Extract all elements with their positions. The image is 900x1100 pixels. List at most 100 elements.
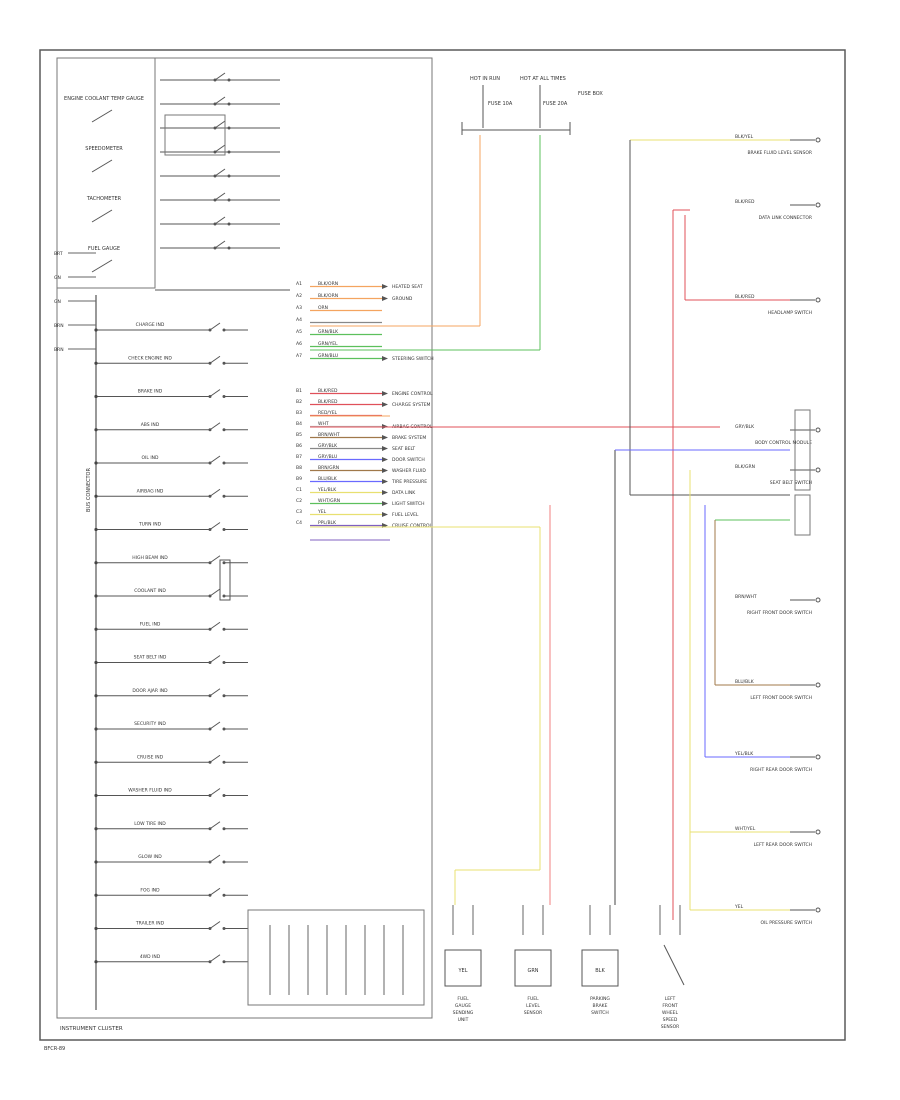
- gauge-needle: [91, 109, 113, 123]
- bottom-comp-label: FUEL: [457, 996, 469, 1002]
- indicator-label: DOOR AJAR IND: [132, 688, 168, 694]
- right-comp-terminal: [815, 467, 821, 473]
- connector-dest: DATA LINK: [392, 490, 416, 496]
- bottom-comp-label: SENDING: [453, 1010, 474, 1016]
- connector-pin: B7: [296, 454, 302, 460]
- indicator-switch-arm: [209, 854, 221, 863]
- indicator-switch-arm: [209, 522, 221, 530]
- connector-pin: A6: [296, 341, 302, 347]
- connector-arrow: [382, 391, 388, 396]
- left-pin-label: BRN: [54, 347, 64, 353]
- right-comp-label: DATA LINK CONNECTOR: [759, 215, 812, 221]
- top-switch-arm: [214, 168, 226, 177]
- dimmer-block: [219, 559, 231, 601]
- bottom-comp-label: GAUGE: [455, 1003, 471, 1009]
- indicator-label: CHARGE IND: [136, 322, 165, 328]
- indicator-splice: [94, 793, 98, 798]
- connector-arrow: [382, 435, 388, 440]
- top-switch-contact-b: [227, 126, 231, 130]
- right-comp-terminal: [815, 754, 821, 760]
- connector-pin: A3: [296, 305, 302, 311]
- top-switch-arm: [214, 72, 226, 81]
- gauge-group: ENGINE COOLANT TEMP GAUGESPEEDOMETERTACH…: [64, 96, 144, 273]
- indicator-label: OIL IND: [142, 455, 160, 461]
- indicator-splice: [94, 727, 98, 731]
- indicator-label: CHECK ENGINE IND: [128, 355, 172, 361]
- ign-hot-in-run-label: HOT IN RUN: [470, 76, 500, 82]
- indicator-label: SEAT BELT IND: [134, 655, 167, 661]
- connector-dest: FUEL LEVEL: [392, 512, 419, 518]
- right-comp-wire: WHT/YEL: [735, 826, 756, 832]
- indicator-splice: [94, 561, 98, 565]
- indicator-label: CRUISE IND: [137, 754, 164, 760]
- connector-pin: C3: [296, 509, 302, 515]
- right-comp-terminal: [815, 202, 821, 208]
- indicator-splice: [94, 494, 98, 498]
- top-switch-contact-b: [227, 198, 231, 202]
- indicator-switch-arm: [209, 655, 221, 663]
- gauge-needle: [91, 259, 113, 273]
- bottom-comp-label: SENSOR: [524, 1010, 543, 1016]
- right-comp-wire: BLU/BLK: [735, 679, 755, 685]
- indicator-label: FUEL IND: [140, 621, 161, 627]
- indicator-splice: [94, 893, 98, 897]
- connector-arrow: [382, 402, 388, 407]
- bottom-comp-box: [444, 949, 482, 987]
- top-switch-arm: [214, 192, 226, 201]
- connector-pin: B8: [296, 465, 302, 471]
- indicator-label: 4WD IND: [140, 954, 161, 960]
- indicator-switch-arm: [209, 588, 221, 597]
- right-comp-label: RIGHT REAR DOOR SWITCH: [750, 767, 812, 773]
- instrument-cluster-box: [56, 57, 433, 1019]
- connector-wire-color: BRN/WHT: [318, 432, 340, 438]
- connector-pin: B2: [296, 399, 302, 405]
- connector-wire-color: BLK/RED: [318, 399, 338, 405]
- right-comp-wire: BLK/RED: [735, 199, 755, 205]
- bottom-comp-box: [581, 949, 619, 987]
- right-comp-wire: BLK/RED: [735, 294, 755, 300]
- indicator-splice: [94, 860, 98, 864]
- indicator-switch-arm: [209, 455, 221, 464]
- bottom-comp-label: LEFT: [665, 996, 676, 1002]
- connector-wire-color: YEL/BLK: [317, 487, 337, 493]
- connector-arrow: [382, 479, 388, 484]
- top-switch-arm: [214, 240, 226, 249]
- connector-wire-color: BRN/GRN: [318, 465, 339, 471]
- right-comp-label: SEAT BELT SWITCH: [770, 480, 812, 486]
- connector-dest: DOOR SWITCH: [392, 457, 425, 463]
- right-comp-wire: YEL/BLK: [734, 751, 754, 757]
- top-switch-contact-b: [227, 102, 231, 106]
- connector-wire-color: BLK/RED: [318, 388, 338, 394]
- indicator-label: TURN IND: [138, 522, 162, 528]
- right-comp-terminal: [815, 682, 821, 688]
- bottom-comp-wire: YEL: [458, 968, 468, 974]
- left-pin-label: GN: [54, 275, 61, 281]
- bottom-comp-label: BRAKE: [593, 1003, 608, 1009]
- indicator-switch-arm: [209, 821, 221, 830]
- connector-dest: LIGHT SWITCH: [392, 501, 425, 507]
- connector-wire-color: RED/YEL: [318, 410, 338, 416]
- indicator-switch-arm: [209, 389, 221, 397]
- connector-wire-color: GRN/YEL: [318, 341, 338, 347]
- connector-arrow: [382, 468, 388, 473]
- indicator-label: BRAKE IND: [138, 389, 163, 395]
- indicator-switch-arm: [209, 488, 221, 497]
- gauge-panel: [56, 57, 156, 289]
- indicator-switch-arm: [209, 754, 221, 763]
- top-switch-contact-b: [227, 222, 231, 226]
- connector-dest: GROUND: [392, 296, 413, 302]
- right-comp-wire: BRN/WHT: [735, 594, 757, 600]
- connector-pin: A7: [296, 353, 302, 359]
- connector-pin: C1: [296, 487, 302, 493]
- wire-group: [310, 135, 790, 920]
- indicator-label: ABS IND: [141, 422, 160, 428]
- top-switch-arm: [214, 120, 226, 129]
- bottom-comp-label: SPEED: [663, 1017, 678, 1023]
- connector-wire-color: YEL: [317, 509, 327, 515]
- connector-arrow: [382, 457, 388, 462]
- gauge-label: ENGINE COOLANT TEMP GAUGE: [64, 96, 144, 102]
- top-switch-contact-b: [227, 174, 231, 178]
